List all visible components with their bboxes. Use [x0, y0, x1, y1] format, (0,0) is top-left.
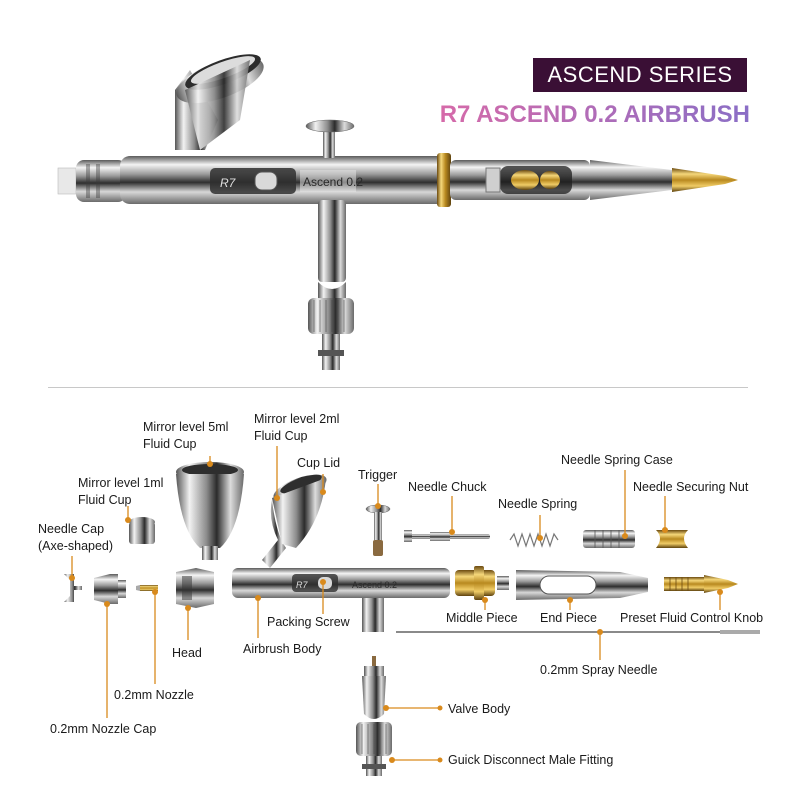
- label-spray-needle: 0.2mm Spray Needle: [540, 663, 658, 677]
- label-preset-fluid-control-knob: Preset Fluid Control Knob: [620, 611, 764, 625]
- label-middle-piece: Middle Piece: [446, 611, 518, 625]
- label-nozzle: 0.2mm Nozzle: [114, 688, 194, 702]
- engraving-model: Ascend 0.2: [303, 175, 363, 189]
- label-needle-spring-case: Needle Spring Case: [561, 453, 673, 467]
- middle-piece-part: [455, 566, 509, 600]
- label-airbrush-body: Airbrush Body: [243, 642, 322, 656]
- label-needle-cap: Needle Cap (Axe-shaped): [38, 522, 114, 553]
- nozzle-cap-part: [94, 574, 126, 604]
- label-valve-body: Valve Body: [448, 702, 511, 716]
- label-packing-screw: Packing Screw: [267, 615, 350, 629]
- label-mirror-cup-1ml: Mirror level 1ml Fluid Cup: [78, 476, 164, 507]
- cup-1ml-part: [129, 517, 155, 544]
- label-cup-lid: Cup Lid: [297, 456, 341, 470]
- trigger-part: [365, 504, 391, 556]
- callout-dots: [69, 461, 723, 763]
- spray-needle-part: [396, 630, 760, 634]
- label-needle-chuck: Needle Chuck: [408, 480, 487, 494]
- preset-knob-part: [664, 575, 738, 593]
- series-badge: ASCEND SERIES: [533, 58, 747, 92]
- nozzle-part: [136, 585, 158, 591]
- label-nozzle-cap: 0.2mm Nozzle Cap: [50, 722, 157, 736]
- cup-2ml-part: [262, 474, 327, 568]
- callout-lines: [71, 446, 721, 761]
- needle-spring-case-part: [583, 530, 635, 548]
- head-part: [176, 568, 214, 608]
- label-needle-spring: Needle Spring: [498, 497, 578, 511]
- needle-spring-part: [509, 532, 559, 548]
- label-end-piece: End Piece: [540, 611, 597, 625]
- label-trigger: Trigger: [358, 468, 398, 482]
- cup-5ml-part: [176, 462, 244, 560]
- product-title: R7 ASCEND 0.2 AIRBRUSH: [430, 100, 750, 130]
- label-quick-disconnect: Guick Disconnect Male Fitting: [448, 753, 614, 767]
- label-needle-securing-nut: Needle Securing Nut: [633, 480, 749, 494]
- section-divider: [48, 387, 748, 388]
- body-engraving-logo: R7: [296, 580, 308, 590]
- engraving-logo: R7: [220, 176, 237, 190]
- label-head: Head: [172, 646, 202, 660]
- needle-securing-nut-part: [656, 530, 688, 548]
- valve-body-part: [356, 656, 392, 776]
- label-mirror-cup-2ml: Mirror level 2ml Fluid Cup: [254, 412, 340, 443]
- label-mirror-cup-5ml: Mirror level 5ml Fluid Cup: [143, 420, 229, 451]
- needle-cap-part: [64, 574, 82, 602]
- end-piece-part: [516, 570, 648, 600]
- body-engraving-model: Ascend 0.2: [352, 580, 397, 590]
- airbrush-body-part: R7 Ascend 0.2: [232, 568, 450, 632]
- needle-chuck-part: [404, 530, 490, 542]
